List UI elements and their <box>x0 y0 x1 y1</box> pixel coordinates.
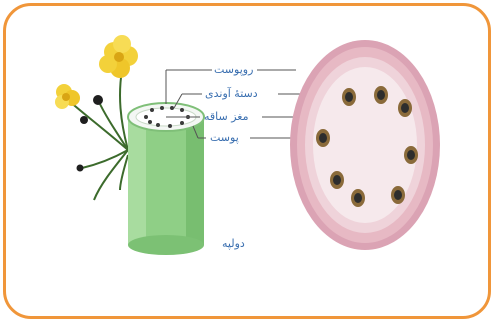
label-vascular-bundle: دستهٔ آوندی <box>205 88 258 99</box>
yellow-flower-top <box>99 35 138 78</box>
flower-stems <box>68 70 128 200</box>
stem-cross-section <box>290 40 440 250</box>
label-epidermis: روپوست <box>214 64 253 75</box>
diagram-caption: دولپه <box>222 238 245 249</box>
label-pith: مغز ساقه <box>204 111 249 122</box>
label-cortex: پوست <box>210 132 239 143</box>
yellow-flower-left <box>55 84 80 109</box>
stem-cylinder <box>128 103 204 255</box>
flower-buds <box>77 95 104 172</box>
